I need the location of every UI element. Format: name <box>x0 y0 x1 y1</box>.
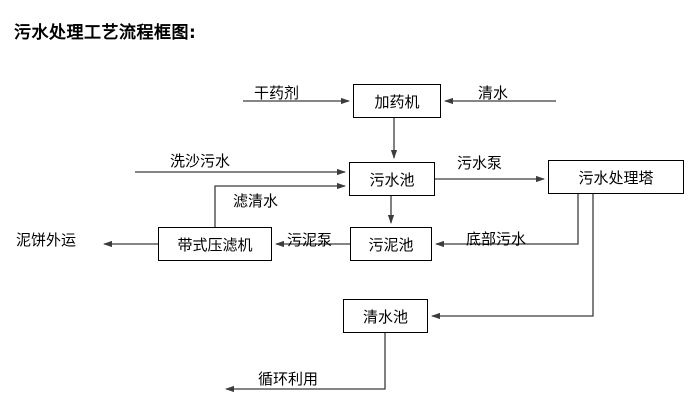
connector-clean-water-pool-to-reuse <box>225 333 386 393</box>
label-bottom-wastewater: 底部污水 <box>466 230 527 248</box>
page-title: 污水处理工艺流程框图: <box>14 23 197 43</box>
node-label: 加药机 <box>374 92 420 111</box>
label-clean-water-input: 清水 <box>478 84 509 102</box>
node-label: 污水处理塔 <box>578 168 654 187</box>
node-treatment-tower[interactable]: 污水处理塔 <box>548 160 684 194</box>
label-dry-chemical: 干药剂 <box>254 84 300 102</box>
node-label: 污泥池 <box>368 235 414 254</box>
node-belt-filter-press[interactable]: 带式压滤机 <box>158 227 272 261</box>
connector-tower-to-clean-water-pool <box>431 194 594 320</box>
connector-filterpress-to-wastewater-pool <box>214 182 346 227</box>
label-mud-cake-out: 泥饼外运 <box>16 231 77 249</box>
node-sludge-pool[interactable]: 污泥池 <box>350 227 432 261</box>
node-label: 污水池 <box>369 170 415 189</box>
label-sand-wash-wastewater: 洗沙污水 <box>170 152 231 170</box>
connector-tower-to-sludge-pool <box>435 194 579 248</box>
label-sludge-pump: 污泥泵 <box>287 231 333 249</box>
node-label: 清水池 <box>362 307 408 326</box>
label-wastewater-pump: 污水泵 <box>457 154 503 172</box>
node-wastewater-pool[interactable]: 污水池 <box>349 162 435 196</box>
label-recycle-reuse: 循环利用 <box>258 370 319 388</box>
node-clean-water-pool[interactable]: 清水池 <box>343 299 428 333</box>
node-label: 带式压滤机 <box>177 235 253 254</box>
node-dosing-machine[interactable]: 加药机 <box>353 84 441 118</box>
label-filtered-water: 滤清水 <box>233 192 279 210</box>
